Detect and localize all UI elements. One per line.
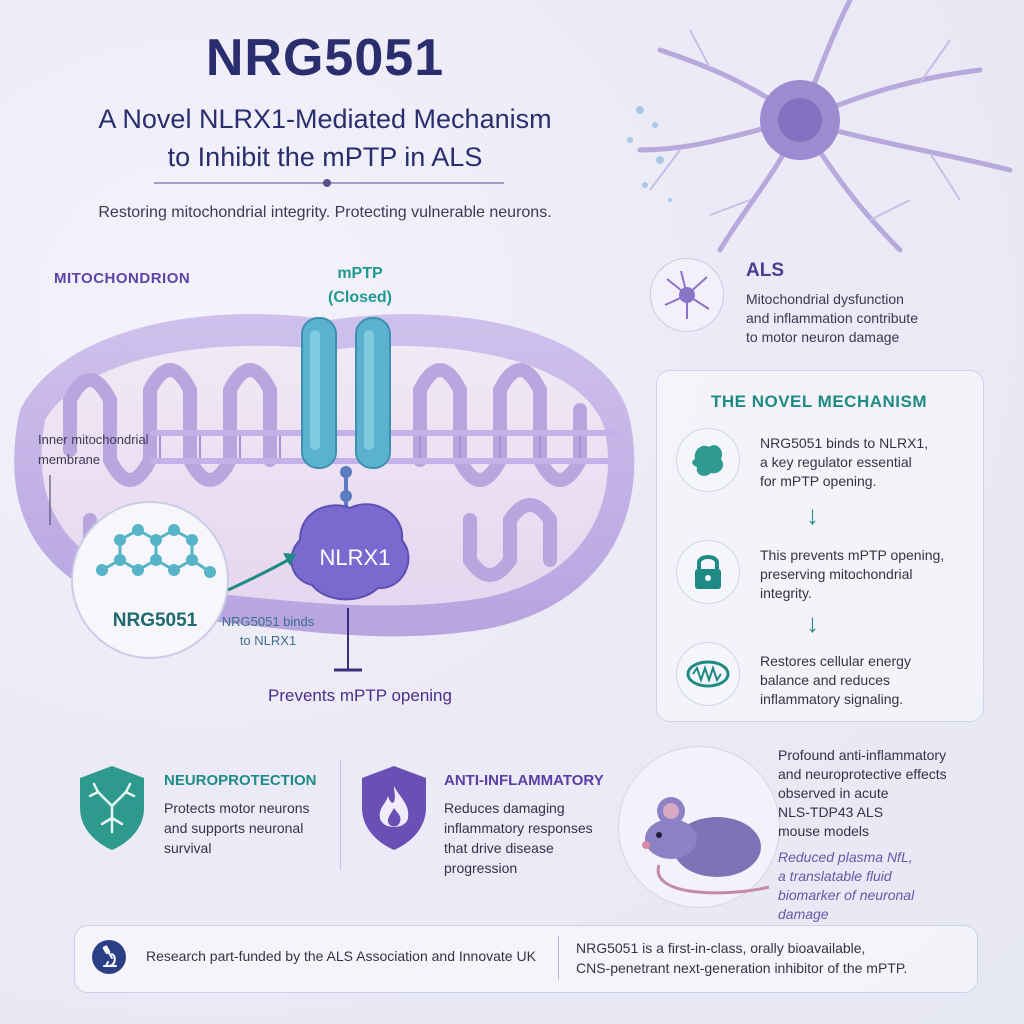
subtitle-line-1: A Novel NLRX1-Mediated Mechanism [98, 104, 552, 134]
als-description: Mitochondrial dysfunction and inflammati… [746, 290, 966, 347]
page-title: NRG5051 [205, 29, 445, 87]
nfl-line-3: biomarker of neuronal [778, 887, 915, 903]
title-divider-dot [323, 179, 331, 187]
step-2-line-2: preserving mitochondrial [760, 566, 913, 582]
anti-inflammatory-description: Reduces damaging inflammatory responses … [444, 798, 634, 878]
prevents-label: Prevents mPTP opening [268, 686, 452, 705]
als-line-2: and inflammation contribute [746, 310, 918, 326]
neuro-line-2: and supports neuronal [164, 820, 304, 836]
neuro-line-3: survival [164, 840, 212, 856]
neuron-illustration [627, 0, 1013, 253]
tagline: Restoring mitochondrial integrity. Prote… [98, 204, 552, 221]
step-1-line-1: NRG5051 binds to NLRX1, [760, 435, 929, 451]
binding-label-line-2: to NLRX1 [239, 633, 297, 648]
mechanism-step-2: This prevents mPTP opening, preserving m… [760, 546, 950, 603]
nfl-biomarker-note: Reduced plasma NfL, a translatable fluid… [778, 848, 958, 924]
nfl-line-1: Reduced plasma NfL, [778, 849, 913, 865]
anti-line-1: Reduces damaging [444, 800, 565, 816]
funding-note: Research part-funded by the ALS Associat… [146, 948, 536, 964]
neuroprotection-title: NEUROPROTECTION [164, 772, 317, 789]
page-subtitle: A Novel NLRX1-Mediated Mechanism to Inhi… [60, 100, 590, 176]
anti-line-4: progression [444, 860, 518, 876]
mechanism-step-3: Restores cellular energy balance and red… [760, 652, 950, 709]
als-title: ALS [746, 260, 784, 281]
nlrx1-label: NLRX1 [319, 545, 391, 570]
subtitle-line-2: to Inhibit the mPTP in ALS [167, 142, 483, 172]
down-arrow-icon: ↓ [806, 608, 819, 638]
shield-neuron-icon [80, 766, 144, 850]
mitochondrion-icon [676, 642, 740, 706]
mouse-line-1: Profound anti-inflammatory [778, 747, 947, 763]
mptp-label: mPTP (Closed) [300, 262, 420, 310]
step-2-line-3: integrity. [760, 585, 812, 601]
neuroprotection-description: Protects motor neurons and supports neur… [164, 798, 334, 858]
neuro-line-1: Protects motor neurons [164, 800, 310, 816]
step-3-line-1: Restores cellular energy [760, 653, 911, 669]
step-1-line-2: a key regulator essential [760, 454, 912, 470]
shield-flame-icon [362, 766, 426, 850]
footer-panel [74, 925, 978, 993]
binding-label: NRG5051 binds to NLRX1 [208, 612, 328, 650]
mechanism-title: THE NOVEL MECHANISM [710, 392, 928, 411]
microscope-icon [92, 940, 126, 974]
down-arrow-icon: ↓ [806, 500, 819, 530]
protein-blob-icon [676, 428, 740, 492]
mechanism-step-1: NRG5051 binds to NLRX1, a key regulator … [760, 434, 950, 491]
footer-divider [558, 936, 559, 980]
mouse-line-5: mouse models [778, 823, 870, 839]
als-line-1: Mitochondrial dysfunction [746, 291, 904, 307]
step-2-line-1: This prevents mPTP opening, [760, 547, 945, 563]
als-line-3: to motor neuron damage [746, 329, 900, 345]
summary-line-1: NRG5051 is a first-in-class, orally bioa… [576, 940, 866, 956]
step-3-line-3: inflammatory signaling. [760, 691, 904, 707]
step-1-line-3: for mPTP opening. [760, 473, 877, 489]
nfl-line-2: a translatable fluid [778, 868, 892, 884]
inner-membrane-line-2: membrane [38, 452, 101, 467]
anti-line-3: that drive disease [444, 840, 554, 856]
anti-inflammatory-title: ANTI-INFLAMMATORY [444, 772, 604, 789]
mptp-label-line-2: (Closed) [328, 289, 392, 306]
step-3-line-2: balance and reduces [760, 672, 890, 688]
compound-summary: NRG5051 is a first-in-class, orally bioa… [576, 938, 976, 978]
binding-label-line-1: NRG5051 binds [221, 614, 315, 629]
compound-label: NRG5051 [112, 610, 198, 631]
mouse-line-3: observed in acute [778, 785, 889, 801]
lock-icon [676, 540, 740, 604]
mouse-model-description: Profound anti-inflammatory and neuroprot… [778, 746, 978, 841]
inner-membrane-line-1: Inner mitochondrial [38, 432, 149, 447]
mouse-illustration [618, 746, 780, 908]
mitochondrion-label: MITOCHONDRION [54, 270, 191, 287]
summary-line-2: CNS-penetrant next-generation inhibitor … [576, 960, 908, 976]
anti-line-2: inflammatory responses [444, 820, 593, 836]
inner-membrane-label: Inner mitochondrial membrane [38, 430, 188, 470]
mptp-label-line-1: mPTP [337, 265, 383, 282]
neuron-icon [650, 258, 724, 332]
mouse-line-2: and neuroprotective effects [778, 766, 947, 782]
mitochondrion-diagram [14, 314, 635, 672]
feature-divider [340, 760, 341, 870]
nfl-line-4: damage [778, 906, 829, 922]
mouse-line-4: NLS-TDP43 ALS [778, 804, 884, 820]
